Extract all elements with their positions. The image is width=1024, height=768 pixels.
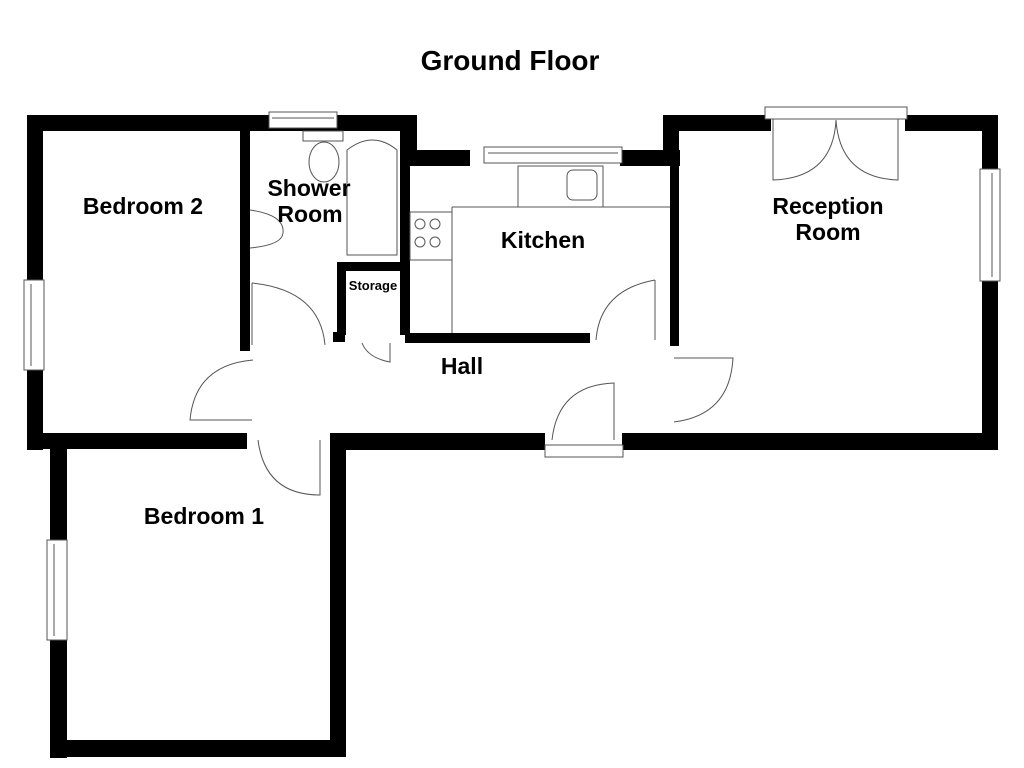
room-label-hall: Hall (441, 353, 483, 379)
walls (27, 115, 998, 758)
room-label-shower-room-2: Room (277, 201, 342, 227)
doors (189, 279, 734, 496)
room-label-bedroom-2: Bedroom 2 (83, 193, 203, 219)
windows (23, 106, 1001, 641)
room-label-reception: Reception (772, 193, 883, 219)
floor-title: Ground Floor (421, 45, 600, 76)
fixtures (249, 130, 670, 333)
room-label-kitchen: Kitchen (501, 227, 585, 253)
room-label-reception-2: Room (795, 219, 860, 245)
room-label-storage: Storage (349, 278, 397, 293)
room-label-shower-room: Shower (267, 175, 350, 201)
room-label-bedroom-1: Bedroom 1 (144, 503, 264, 529)
